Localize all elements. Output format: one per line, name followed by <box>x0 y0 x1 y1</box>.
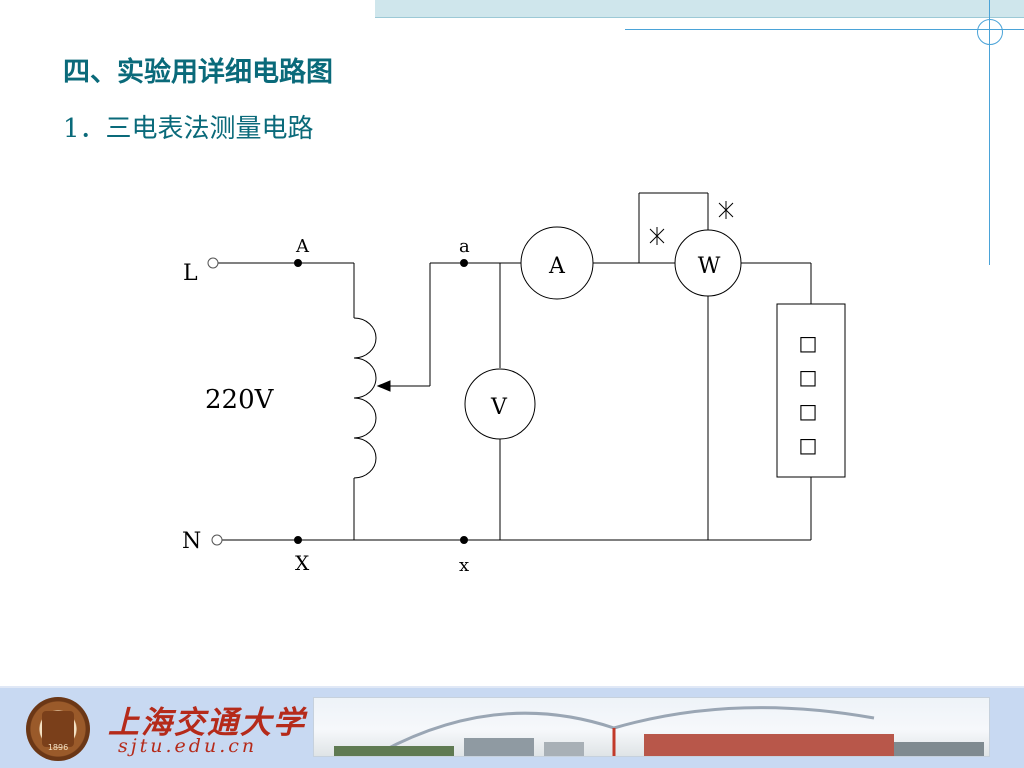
school-name-logo: 上海交通大学 <box>108 705 306 741</box>
label-a: a <box>459 236 470 257</box>
label-x: x <box>459 555 469 576</box>
crosshair-decor <box>977 19 1003 45</box>
load-char-4: □ <box>799 433 818 457</box>
circuit-diagram: L N A a X x 220V A V W □ □ □ □ <box>182 192 846 576</box>
label-A: A <box>295 236 310 257</box>
terminal-L-icon <box>207 257 219 269</box>
polarity-mark-1-icon <box>649 227 665 245</box>
seal-year: 1896 <box>47 743 69 752</box>
node-A-dot <box>294 259 302 267</box>
load-char-3: □ <box>799 399 818 423</box>
vertical-decor-line <box>989 0 990 265</box>
polarity-mark-2-icon <box>718 201 734 219</box>
seal-center <box>42 711 74 747</box>
transformer-coil <box>353 317 377 479</box>
label-L: L <box>183 261 198 286</box>
header-decor-line <box>625 29 1024 30</box>
slide-title: 四、实验用详细电路图 <box>63 57 333 88</box>
header-decor-band <box>375 0 1024 18</box>
slide-subtitle: 1．三电表法测量电路 <box>63 114 314 144</box>
voltage-label: 220V <box>205 385 275 415</box>
load-char-1: □ <box>799 331 818 355</box>
load-char-2: □ <box>799 365 818 389</box>
campus-photo <box>313 697 990 757</box>
school-url-logo: sjtu.edu.cn <box>118 735 258 757</box>
node-X-dot <box>294 536 302 544</box>
node-a-dot <box>460 259 468 267</box>
voltmeter-label: V <box>490 395 508 420</box>
footer-divider <box>0 686 1024 688</box>
label-X: X <box>295 551 310 575</box>
ammeter-label: A <box>548 254 566 279</box>
terminal-N-icon <box>211 534 223 546</box>
node-x-dot <box>460 536 468 544</box>
wiper-arrow-icon <box>376 380 391 392</box>
university-seal-icon: 1896 <box>26 697 90 761</box>
label-N: N <box>182 529 201 554</box>
wattmeter-label: W <box>698 254 721 279</box>
